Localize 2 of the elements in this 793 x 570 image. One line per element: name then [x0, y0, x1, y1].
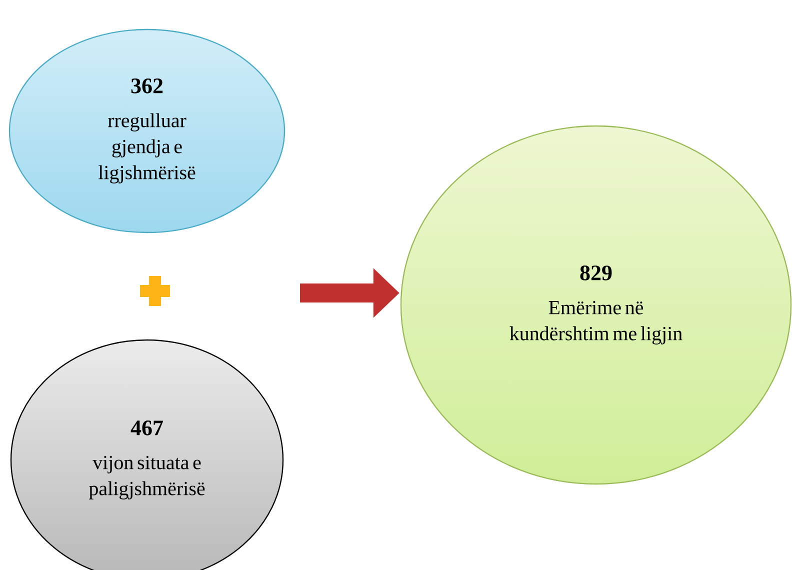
ellipse-node: 829 Emërime në kundërshtim me ligjin	[400, 125, 792, 485]
ellipse-node: 362 rregulluar gjendja e ligjshmërisë	[8, 28, 286, 234]
